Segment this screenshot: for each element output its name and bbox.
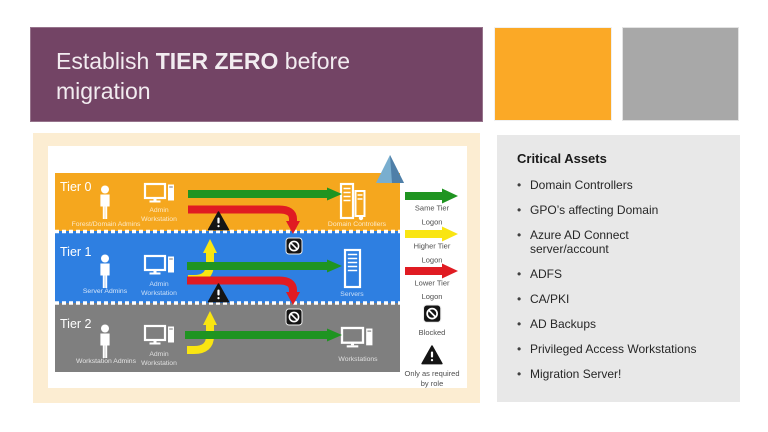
tier0-label: Tier 0 [60,180,92,194]
accent-square-orange [494,27,612,121]
tier0-asset-label: Domain Controllers [328,221,387,228]
tier2-workstation-label-1: Admin [149,351,168,358]
tier-model-svg: Tier 0 Forest/Domain Admins Admin Workst… [48,146,467,388]
list-item-text: Migration Server! [530,367,622,381]
tier0-admins-label: Forest/Domain Admins [72,221,141,228]
tier-model-diagram: Tier 0 Forest/Domain Admins Admin Workst… [33,133,480,403]
list-item-text: Azure AD Connect server/account [530,228,629,256]
tier1-workstation-label-1: Admin [149,281,168,288]
tier2-same-tier-arrowhead [327,328,342,342]
accent-square-gray [622,27,739,121]
pyramid-icon-shade [390,155,404,183]
title-prefix: Establish [56,48,156,74]
legend-green-arrowhead [442,188,458,204]
bullet-marker: • [517,228,522,242]
tier2-higher-tier-arrowhead [203,311,217,325]
title-bar: Establish TIER ZERO before migration [30,27,483,122]
panel-heading: Critical Assets [517,151,607,166]
tier0-workstation-label-2: Workstation [141,216,177,223]
bullet-marker: • [517,367,522,381]
legend-same-tier-line1: Same Tier [415,204,450,213]
blocked-icon [285,237,303,255]
bullet-marker: • [517,203,522,217]
tier0-lower-tier-arrowhead [286,221,300,234]
tier1-admins-label: Server Admins [83,288,128,295]
list-item: • GPO’s affecting Domain [517,203,728,217]
critical-assets-panel: Critical Assets • Domain Controllers • GPO… [497,135,740,402]
list-item: • Migration Server! [517,367,728,381]
legend-lower-tier-line1: Lower Tier [414,279,450,288]
list-item-text: GPO’s affecting Domain [530,203,659,217]
warning-icon [421,345,443,365]
tier0-same-tier-arrowhead [327,187,342,201]
tier1-same-tier-arrowhead [327,259,342,273]
legend-warning-line1: Only as required [404,369,459,378]
tier2-label: Tier 2 [60,317,92,331]
bullet-marker: • [517,317,522,331]
critical-assets-list: • Domain Controllers • GPO’s affecting Dom… [517,178,728,381]
list-item: • AD Backups [517,317,728,331]
list-item: • CA/PKI [517,292,728,306]
tier1-lower-tier-arrow [187,276,297,292]
tier1-higher-tier-arrowhead [203,239,217,253]
list-item-text: CA/PKI [530,292,570,306]
bullet-marker: • [517,267,522,281]
list-item: • ADFS [517,267,728,281]
bullet-marker: • [517,342,522,356]
tier2-asset-label: Workstations [338,356,378,363]
legend-lower-tier-line2: Logon [422,292,443,301]
legend-warning-line2: by role [421,379,444,388]
list-item-text: AD Backups [530,317,597,331]
title-suffix: before migration [56,48,350,105]
tier1-label: Tier 1 [60,245,92,259]
legend-blocked-label: Blocked [419,328,446,337]
legend-higher-tier-line1: Higher Tier [414,242,451,251]
tier2-admins-label: Workstation Admins [76,358,137,365]
legend-red-arrowhead [442,263,458,279]
list-item-text: Domain Controllers [530,178,633,192]
tier2-workstation-label-2: Workstation [141,360,177,367]
bullet-marker: • [517,178,522,192]
list-item: • Privileged Access Workstations [517,342,728,356]
tier0-workstation-label-1: Admin [149,207,168,214]
blocked-icon [285,308,303,326]
tier0-lower-tier-arrow [188,205,297,221]
legend-higher-tier-line2: Logon [422,256,443,265]
tier1-lower-tier-arrowhead [286,292,300,305]
legend-yellow-arrowhead [442,226,458,242]
list-item: • Azure AD Connect server/account [517,228,728,256]
list-item-text: ADFS [530,267,563,281]
tier1-workstation-label-2: Workstation [141,290,177,297]
tier0-band [55,173,400,231]
title-emphasis: TIER ZERO [155,48,279,74]
tier1-asset-label: Servers [340,291,364,298]
list-item-text: Privileged Access Workstations [530,342,697,356]
bullet-marker: • [517,292,522,306]
page-title: Establish TIER ZERO before migration [31,28,482,107]
legend-same-tier-line2: Logon [422,218,443,227]
blocked-icon [422,304,442,324]
list-item: • Domain Controllers [517,178,728,192]
